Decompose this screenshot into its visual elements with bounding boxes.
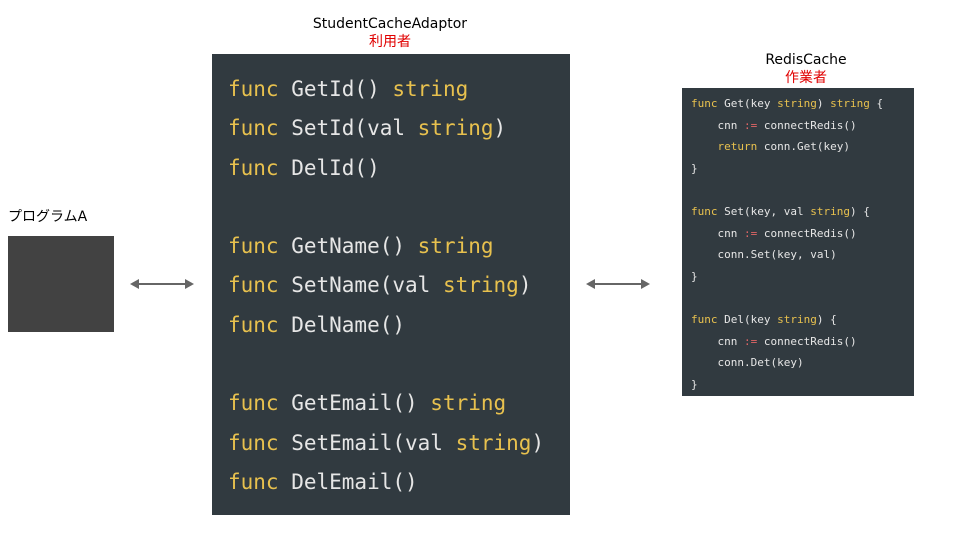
code-text: ) bbox=[518, 273, 532, 298]
code-keyword: string bbox=[777, 97, 817, 110]
code-line: func Set(key, val string) { bbox=[691, 201, 914, 223]
code-line: cnn := connectRedis() bbox=[691, 331, 914, 353]
code-text: ) bbox=[493, 116, 507, 141]
code-operator: := bbox=[743, 118, 758, 132]
code-operator: := bbox=[743, 226, 758, 240]
code-text: } bbox=[691, 269, 698, 283]
code-text: cnn bbox=[691, 226, 744, 240]
code-text: connectRedis() bbox=[757, 226, 857, 240]
code-keyword: func bbox=[228, 234, 279, 259]
code-keyword: string bbox=[417, 234, 494, 259]
code-keyword: func bbox=[228, 430, 279, 455]
code-keyword: string bbox=[455, 430, 532, 455]
code-line bbox=[691, 287, 914, 309]
code-text: DelId() bbox=[278, 155, 380, 180]
code-line: cnn := connectRedis() bbox=[691, 115, 914, 137]
bidirectional-arrow-right bbox=[586, 279, 650, 289]
code-text: cnn bbox=[691, 334, 744, 348]
code-text: SetId(val bbox=[278, 116, 418, 141]
code-line: func DelEmail() bbox=[228, 463, 570, 502]
code-keyword: string bbox=[830, 97, 870, 110]
code-text: GetId() bbox=[278, 77, 393, 101]
code-text: SetName(val bbox=[278, 273, 443, 298]
code-text: conn.Det(key) bbox=[691, 356, 804, 370]
code-text: Get(key bbox=[717, 97, 778, 110]
code-line: } bbox=[691, 158, 914, 180]
adaptor-label: StudentCacheAdaptor 利用者 bbox=[290, 15, 490, 51]
code-text: Set(key, val bbox=[717, 204, 811, 218]
code-line: func Del(key string) { bbox=[691, 309, 914, 331]
code-text: GetEmail() bbox=[278, 391, 431, 416]
code-keyword: string bbox=[777, 312, 817, 326]
code-line: cnn := connectRedis() bbox=[691, 223, 914, 245]
code-keyword: func bbox=[228, 391, 279, 416]
code-keyword: string bbox=[810, 204, 850, 218]
code-text: cnn bbox=[691, 118, 744, 132]
code-keyword: string bbox=[442, 273, 519, 298]
code-keyword: func bbox=[228, 273, 279, 298]
code-line: func SetId(val string) bbox=[228, 109, 570, 148]
code-text: ) bbox=[816, 97, 831, 110]
code-text bbox=[691, 140, 718, 153]
code-text: connectRedis() bbox=[757, 118, 857, 132]
redis-label: RedisCache 作業者 bbox=[706, 51, 906, 87]
code-line: func DelId() bbox=[228, 149, 570, 188]
code-keyword: func bbox=[228, 469, 279, 494]
code-line: return conn.Get(key) bbox=[691, 136, 914, 158]
code-line: func GetName() string bbox=[228, 227, 570, 266]
code-keyword: return bbox=[717, 140, 758, 154]
code-text: GetName() bbox=[278, 234, 418, 259]
code-line: func SetName(val string) bbox=[228, 266, 570, 305]
code-text: connectRedis() bbox=[757, 334, 857, 348]
adaptor-role: 利用者 bbox=[369, 34, 411, 50]
adaptor-title: StudentCacheAdaptor bbox=[312, 16, 468, 32]
program-label: プログラムA bbox=[8, 209, 88, 225]
bidirectional-arrow-left bbox=[130, 279, 194, 289]
code-line: } bbox=[691, 266, 914, 288]
code-text: conn.Get(key) bbox=[757, 140, 850, 154]
code-line: } bbox=[691, 374, 914, 396]
code-keyword: string bbox=[392, 77, 469, 101]
code-line: func GetEmail() string bbox=[228, 384, 570, 423]
code-text: ) bbox=[531, 430, 545, 455]
code-line: conn.Set(key, val) bbox=[691, 244, 914, 266]
code-line: func Get(key string) string { bbox=[691, 93, 914, 115]
code-keyword: func bbox=[228, 116, 279, 141]
code-keyword: func bbox=[228, 77, 279, 101]
code-keyword: func bbox=[691, 312, 718, 326]
code-keyword: string bbox=[417, 116, 494, 141]
code-keyword: func bbox=[691, 97, 718, 110]
redis-title: RedisCache bbox=[765, 52, 847, 68]
code-text: ) { bbox=[849, 204, 870, 218]
code-line bbox=[228, 188, 570, 227]
code-text: } bbox=[691, 377, 698, 391]
code-text: Del(key bbox=[717, 312, 778, 326]
code-line bbox=[691, 179, 914, 201]
redis-role: 作業者 bbox=[785, 70, 827, 86]
code-keyword: func bbox=[691, 204, 718, 218]
code-keyword: func bbox=[228, 155, 279, 180]
code-keyword: func bbox=[228, 312, 279, 337]
code-keyword: string bbox=[430, 391, 507, 416]
code-line bbox=[228, 345, 570, 384]
code-operator: := bbox=[743, 334, 758, 348]
program-box bbox=[8, 236, 114, 332]
code-line: func GetId() string bbox=[228, 70, 570, 109]
code-text: DelEmail() bbox=[278, 469, 418, 494]
code-line: func SetEmail(val string) bbox=[228, 424, 570, 463]
code-text: SetEmail(val bbox=[278, 430, 456, 455]
code-text: ) { bbox=[816, 312, 837, 326]
code-text: } bbox=[691, 161, 698, 175]
code-text: { bbox=[869, 97, 884, 110]
code-text: conn.Set(key, val) bbox=[691, 248, 837, 262]
redis-code-panel: func Get(key string) string { cnn := con… bbox=[682, 88, 914, 396]
code-line: func DelName() bbox=[228, 306, 570, 345]
code-text: DelName() bbox=[278, 312, 406, 337]
code-line: conn.Det(key) bbox=[691, 352, 914, 374]
